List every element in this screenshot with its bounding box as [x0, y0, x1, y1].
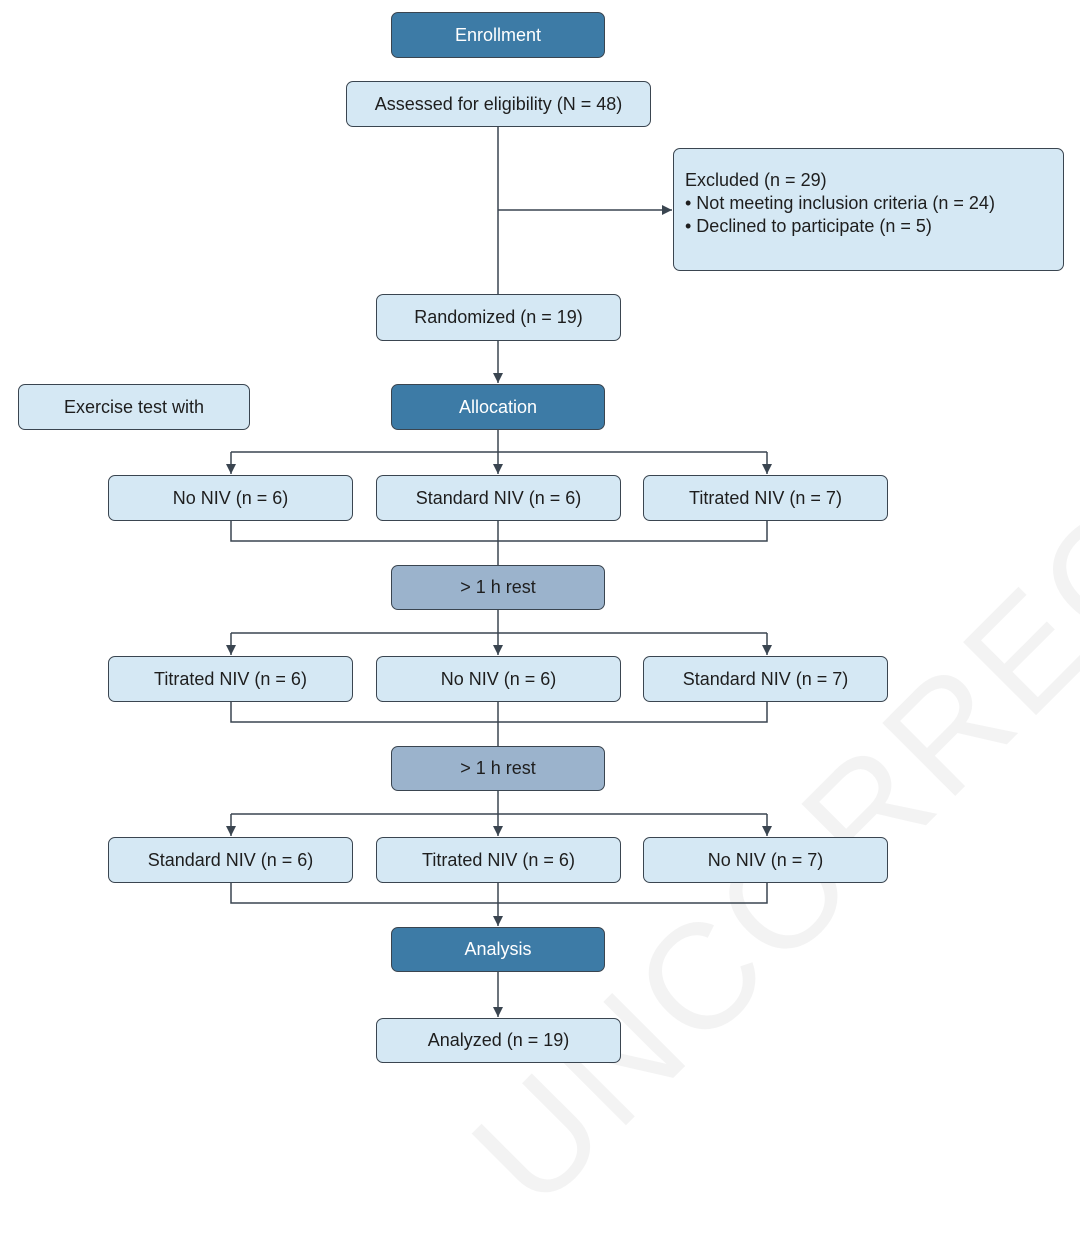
excluded-title: Excluded (n = 29) — [685, 170, 827, 190]
merge-bar-2 — [230, 701, 768, 723]
round3-right-box: No NIV (n = 7) — [643, 837, 888, 883]
excluded-item: • Not meeting inclusion criteria (n = 24… — [685, 193, 995, 213]
rest2-box: > 1 h rest — [391, 746, 605, 791]
analysis-header: Analysis — [391, 927, 605, 972]
allocation-header: Allocation — [391, 384, 605, 430]
round1-center-box: Standard NIV (n = 6) — [376, 475, 621, 521]
excluded-item: • Declined to participate (n = 5) — [685, 216, 932, 236]
round1-left-box: No NIV (n = 6) — [108, 475, 353, 521]
round3-center-box: Titrated NIV (n = 6) — [376, 837, 621, 883]
rest1-box: > 1 h rest — [391, 565, 605, 610]
flow-connectors — [226, 126, 772, 1017]
round2-center-box: No NIV (n = 6) — [376, 656, 621, 702]
enrollment-header: Enrollment — [391, 12, 605, 58]
analyzed-box: Analyzed (n = 19) — [376, 1018, 621, 1063]
round3-left-box: Standard NIV (n = 6) — [108, 837, 353, 883]
round2-right-box: Standard NIV (n = 7) — [643, 656, 888, 702]
excluded-box: Excluded (n = 29) • Not meeting inclusio… — [673, 148, 1064, 271]
assessed-box: Assessed for eligibility (N = 48) — [346, 81, 651, 127]
randomized-box: Randomized (n = 19) — [376, 294, 621, 341]
merge-bar-3 — [230, 882, 768, 904]
exercise-test-label: Exercise test with — [18, 384, 250, 430]
round2-left-box: Titrated NIV (n = 6) — [108, 656, 353, 702]
merge-bar-1 — [230, 520, 768, 542]
round1-right-box: Titrated NIV (n = 7) — [643, 475, 888, 521]
